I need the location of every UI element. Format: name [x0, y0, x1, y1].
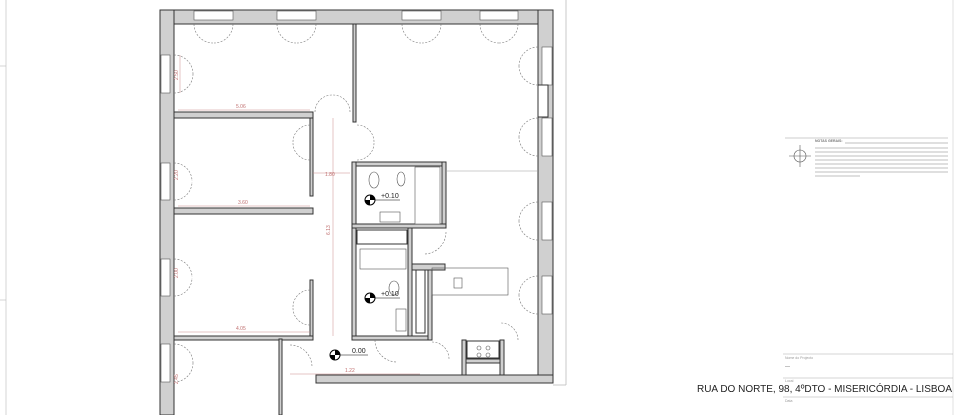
interior-walls: [173, 23, 505, 415]
dim-label: 3.60: [238, 200, 248, 206]
date-label: Data: [785, 399, 793, 403]
location-label: Local: [785, 379, 794, 383]
svg-text:0.00: 0.00: [352, 348, 366, 355]
compass-rose-icon: [789, 145, 811, 167]
dim-label: 2.50: [174, 70, 180, 80]
dim-label: 1.80: [325, 172, 335, 178]
notes-heading: NOTAS GERAIS:: [815, 139, 843, 143]
dimension-lines: 5.06 3.60 4.05 1.80 6.13 1.22 2.50 2.20 …: [174, 55, 420, 384]
svg-text:+0.10: +0.10: [381, 291, 399, 298]
level-marker: 0.00: [329, 348, 368, 361]
level-marker: +0.10: [364, 291, 400, 304]
dim-label: 2.45: [174, 374, 180, 384]
project-name-value: —: [785, 364, 790, 370]
door-swings: [173, 23, 539, 383]
dim-label: 2.00: [174, 268, 180, 278]
project-name-label: Nome do Projecto: [785, 356, 814, 360]
level-marker: +0.10: [364, 193, 400, 206]
fixtures: [359, 166, 538, 358]
location-value: RUA DO NORTE, 98, 4ºDTO - MISERICÓRDIA -…: [696, 384, 952, 395]
dim-label: 1.22: [345, 368, 355, 374]
dim-label: 2.20: [174, 170, 180, 180]
notes-text-lines: [815, 142, 948, 177]
dim-label: 4.05: [236, 326, 246, 332]
dim-label: 6.13: [326, 225, 332, 235]
svg-text:+0.10: +0.10: [381, 193, 399, 200]
dim-label: 5.06: [236, 104, 246, 110]
